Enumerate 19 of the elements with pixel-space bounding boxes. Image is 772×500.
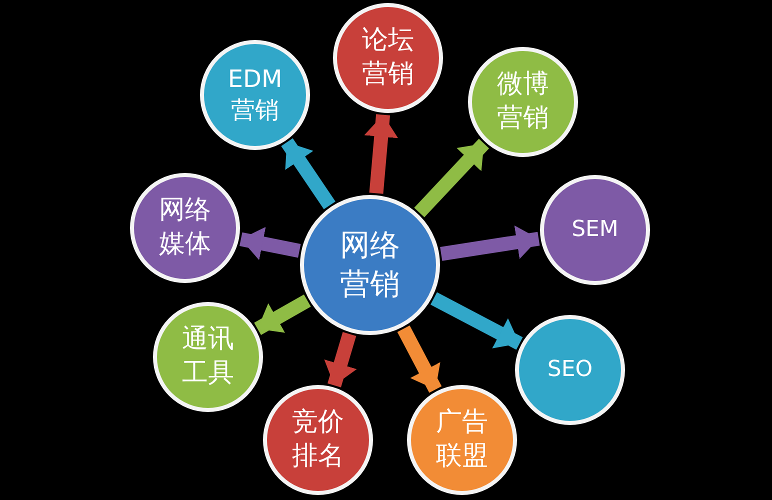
circle-label: SEM: [570, 216, 620, 244]
arrow: [440, 225, 540, 261]
circle-label: 通讯工具: [180, 323, 235, 390]
circle-label: 广告联盟: [434, 406, 489, 473]
circle-label: 竞价排名: [290, 406, 345, 473]
arrow: [430, 292, 523, 350]
circle-label: 网络媒体: [158, 194, 212, 261]
arrow: [414, 138, 490, 218]
arrow: [324, 332, 357, 388]
circle-label: 微博营销: [496, 68, 550, 135]
circle-label: 论坛营销: [360, 24, 415, 91]
arrow: [254, 294, 311, 335]
arrow: [281, 138, 336, 210]
arrow: [240, 226, 301, 260]
arrow: [397, 325, 442, 393]
circle-label: EDM营销: [227, 64, 283, 126]
circle-label: SEO: [546, 356, 594, 384]
arrow: [364, 114, 398, 194]
circle-label: 网络营销: [339, 227, 401, 304]
